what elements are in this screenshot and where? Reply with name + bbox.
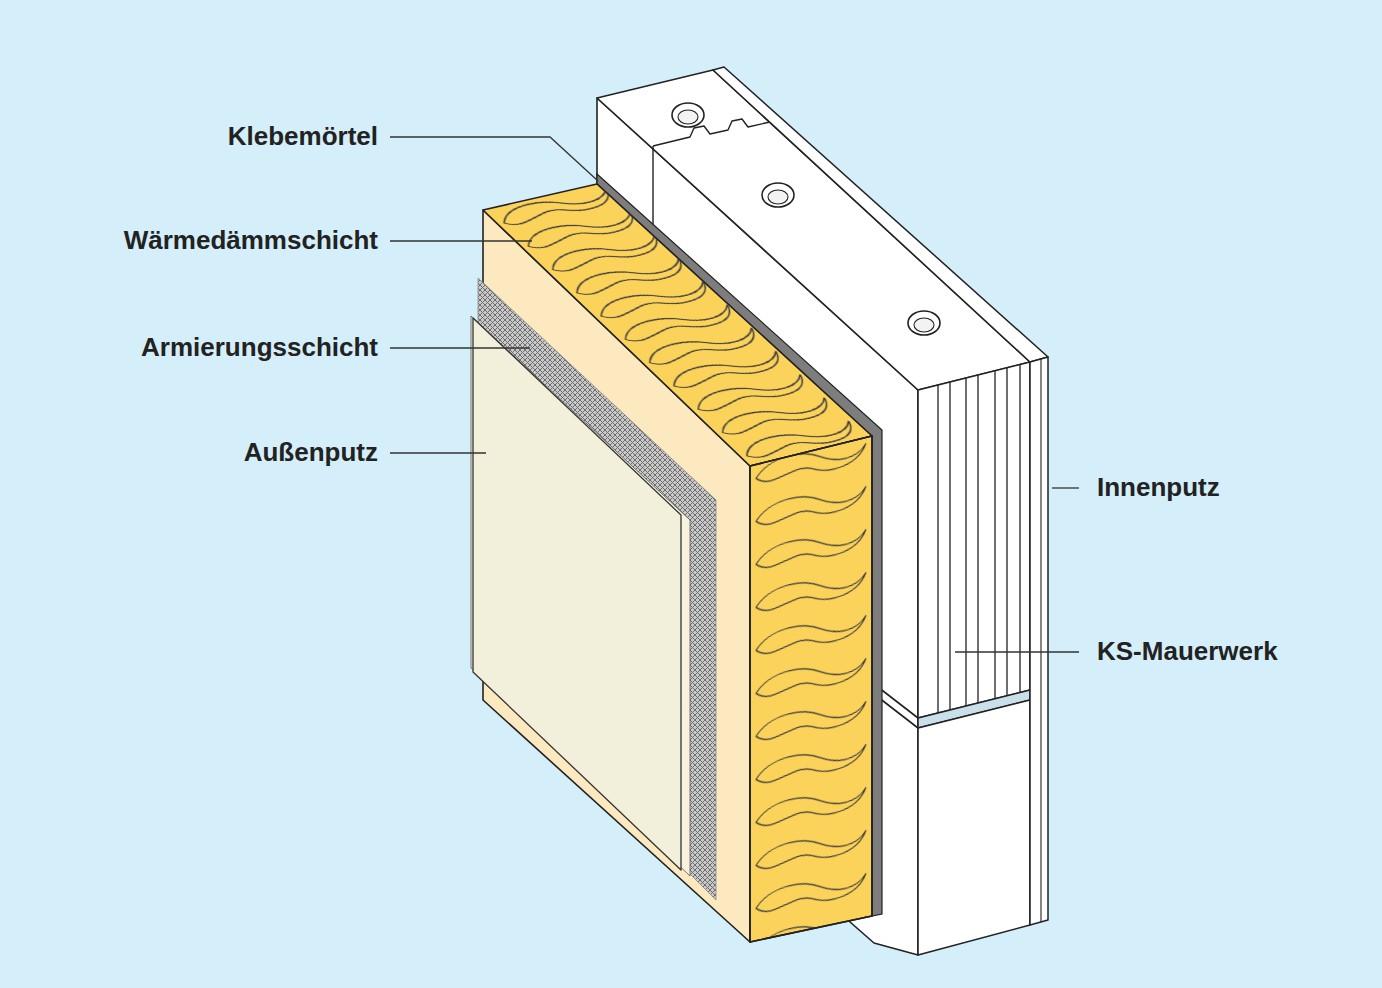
masonry-lower-cut-face [918,700,1030,955]
plaster-top [713,67,1048,362]
layer-label: Armierungsschicht [141,333,378,363]
insulation-cut-outline [750,436,872,942]
layer-label: Wärmedämmschicht [124,226,378,256]
layer-label: Innenputz [1097,473,1220,503]
masonry-hole [908,311,940,335]
masonry-hole [678,110,698,124]
leader-lines [390,137,1079,652]
masonry-hole [672,103,704,127]
leader-line [390,137,598,181]
leader-line [955,651,1079,652]
layer-label: KS-Mauerwerk [1097,637,1278,667]
leader-line [390,452,486,453]
render-base-coat [471,316,690,876]
layer-label: Außenputz [244,438,378,468]
masonry-hole [768,190,788,204]
leader-line [390,240,532,241]
render-face [473,318,681,870]
insulation-cut-pattern [750,436,872,942]
masonry-grooves [938,365,1020,713]
insulation-cut-face [750,436,872,942]
leader-line [1052,487,1079,488]
plaster-line [1040,359,1041,922]
exterior-render [471,316,690,876]
layer-label: Klebemörtel [228,122,378,152]
masonry-block-joint [653,119,770,226]
plaster-cut-face [1030,357,1048,925]
leader-line [390,347,530,348]
masonry-upper-cut-face [918,362,1030,718]
masonry-hole [914,318,934,332]
masonry-hole [762,183,794,207]
